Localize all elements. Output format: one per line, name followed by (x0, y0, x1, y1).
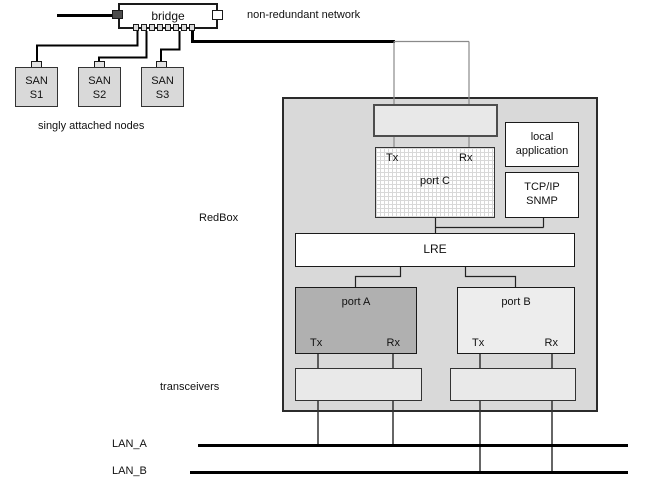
bridge-port-icon (133, 24, 139, 31)
portc-transceiver-box (373, 104, 498, 137)
snmp-label: SNMP (526, 195, 558, 207)
port-b-rx-label: Rx (544, 337, 558, 349)
san-s2-id: S2 (92, 89, 107, 101)
bridge-right-port-icon (212, 10, 223, 20)
port-a-box: port A Tx Rx (295, 287, 417, 354)
redbox-label: RedBox (199, 212, 239, 224)
san-s1-id: S1 (29, 89, 44, 101)
san-s2-label: SAN (88, 75, 111, 87)
port-a-transceiver-box (295, 368, 422, 401)
tcpip-snmp-box: TCP/IP SNMP (505, 172, 579, 218)
local-application-label-1: local (530, 131, 554, 143)
port-b-transceiver-box (450, 368, 576, 401)
tcpip-label: TCP/IP (524, 181, 560, 193)
bridge-left-port-icon (112, 10, 123, 19)
port-c-tx-label: Tx (386, 152, 399, 164)
local-application-label-2: application (515, 145, 569, 157)
transceivers-label: transceivers (160, 381, 220, 393)
san-node-s2: SAN S2 (78, 67, 121, 107)
san-s3-label: SAN (151, 75, 174, 87)
port-c-box: Tx Rx port C (375, 147, 495, 218)
port-b-tx-label: Tx (472, 337, 485, 349)
san-s1-label: SAN (25, 75, 48, 87)
bridge-port-icon (181, 24, 187, 31)
port-b-label: port B (501, 296, 531, 308)
port-c-rx-label: Rx (459, 152, 473, 164)
san-node-s3: SAN S3 (141, 67, 184, 107)
non-redundant-network-label: non-redundant network (247, 9, 361, 21)
bridge-port-icon (141, 24, 147, 31)
port-b-box: port B Tx Rx (457, 287, 575, 354)
singly-attached-nodes-label: singly attached nodes (38, 120, 145, 132)
port-a-tx-label: Tx (310, 337, 323, 349)
lre-box: LRE (295, 233, 575, 267)
san-node-s1: SAN S1 (15, 67, 58, 107)
bridge-port-icon (189, 24, 195, 31)
bridge-port-icon (173, 24, 179, 31)
lan-bus-lines (190, 444, 628, 474)
port-c-label: port C (420, 175, 450, 187)
san-link-lines (36, 31, 181, 63)
port-a-label: port A (341, 296, 371, 308)
lan-b-label: LAN_B (112, 465, 147, 477)
port-a-rx-label: Rx (386, 337, 400, 349)
bridge-bottom-ports (133, 24, 195, 31)
bridge-port-icon (149, 24, 155, 31)
local-application-box: local application (505, 122, 579, 167)
lan-a-label: LAN_A (112, 438, 147, 450)
bridge-port-icon (157, 24, 163, 31)
san-s3-id: S3 (155, 89, 170, 101)
bridge-port-icon (165, 24, 171, 31)
